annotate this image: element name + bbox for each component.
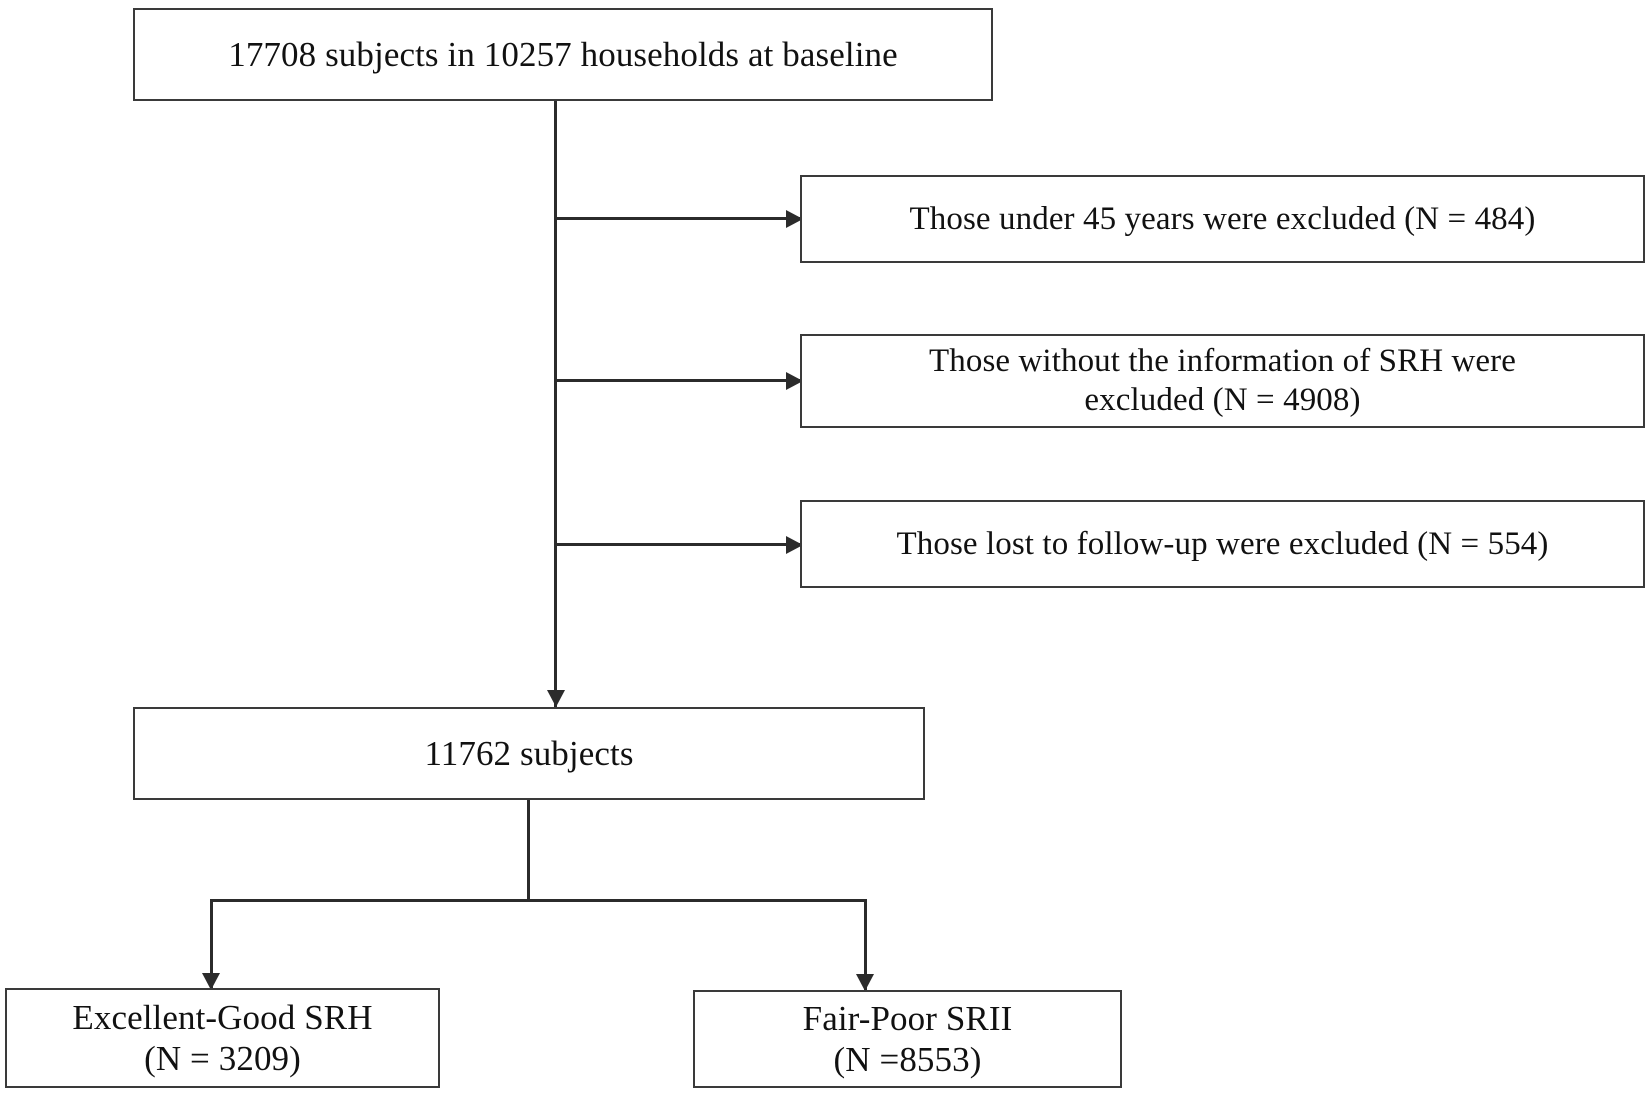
box-excluded-missing-srh: Those without the information of SRH wer…: [800, 334, 1645, 428]
box-excluded-missing-srh-label: Those without the information of SRH wer…: [929, 343, 1516, 418]
box-excluded-lost-followup-label: Those lost to follow-up were excluded (N…: [896, 525, 1549, 562]
connector-trunk-lower: [527, 800, 530, 901]
connector-drop-right: [864, 899, 867, 991]
connector-trunk-to-analysed: [554, 660, 557, 707]
box-analysed-cohort: 11762 subjects: [133, 707, 925, 800]
arrowhead-right-age-icon: [786, 210, 803, 228]
arrowhead-down-fair-poor-icon: [856, 974, 874, 991]
box-analysed-cohort-label: 11762 subjects: [424, 733, 634, 773]
box-baseline-cohort-label: 17708 subjects in 10257 households at ba…: [228, 34, 898, 74]
arrowhead-down-excellent-good-icon: [202, 973, 220, 990]
box-group-excellent-good-label: Excellent-Good SRH (N = 3209): [72, 997, 373, 1078]
box-baseline-cohort: 17708 subjects in 10257 households at ba…: [133, 8, 993, 101]
connector-branch-srh: [554, 379, 802, 382]
box-group-fair-poor: Fair-Poor SRII (N =8553): [693, 990, 1122, 1088]
box-excluded-under-45: Those under 45 years were excluded (N = …: [800, 175, 1645, 263]
arrowhead-right-srh-icon: [786, 372, 803, 390]
arrowhead-right-followup-icon: [786, 536, 803, 554]
arrowhead-down-analysed-icon: [547, 690, 565, 707]
box-excluded-under-45-label: Those under 45 years were excluded (N = …: [909, 200, 1536, 237]
box-group-excellent-good: Excellent-Good SRH (N = 3209): [5, 988, 440, 1088]
connector-branch-followup: [554, 543, 802, 546]
connector-drop-left: [210, 899, 213, 989]
box-group-fair-poor-label: Fair-Poor SRII (N =8553): [802, 998, 1013, 1079]
connector-split-bar: [211, 899, 867, 902]
connector-branch-age: [554, 217, 802, 220]
box-excluded-lost-followup: Those lost to follow-up were excluded (N…: [800, 500, 1645, 588]
